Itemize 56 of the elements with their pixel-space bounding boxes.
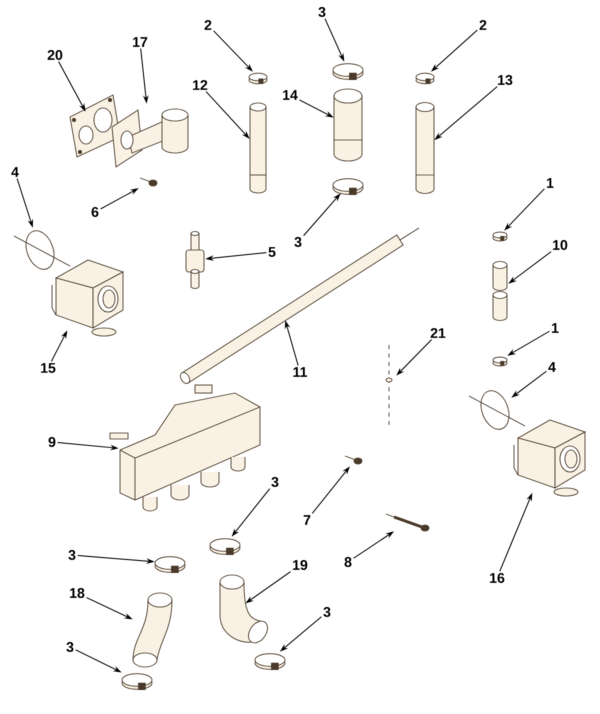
tube-drawing [416,102,434,194]
hose-clamp-drawing [154,556,186,573]
fitting-drawing [492,261,508,321]
hose-clamp-drawing [492,232,508,242]
screw-drawing [140,178,158,186]
callout-number: 20 [48,50,62,60]
screw-drawing [344,456,362,464]
hose-clamp-drawing [332,63,364,80]
hose-clamp-drawing [122,673,152,690]
tube-drawing [334,88,362,162]
callout-number: 3 [323,607,330,617]
callout-number: 3 [318,7,326,17]
callout-number: 8 [344,557,352,567]
callout-number: 2 [204,20,212,30]
callout-number: 16 [490,573,504,583]
hose-clamp-drawing [332,178,364,195]
callout-number: 6 [92,207,98,217]
callout-number: 9 [48,437,56,447]
callout-number: 21 [430,328,446,338]
callout-number: 3 [68,550,76,560]
callout-number: 12 [193,80,208,90]
callout-number: 11 [293,367,308,377]
o-ring-drawing [14,230,70,270]
manifold-drawing [110,384,260,512]
callout-number: 4 [11,167,19,177]
hose-clamp-drawing [254,653,286,670]
callout-number: 5 [268,247,276,257]
callout-number: 4 [548,362,556,372]
callout-number: 14 [283,90,298,100]
callout-number: 18 [70,588,84,598]
callout-number: 1 [552,323,559,333]
tube-drawing [250,102,266,194]
hose-drawing [220,574,268,644]
callout-number: 3 [271,477,278,487]
plug-drawing [386,344,392,426]
valve-drawing [186,231,204,289]
hose-clamp-drawing [248,72,268,84]
hose-drawing [132,592,172,668]
housing-drawing [514,420,586,496]
callout-number: 1 [546,178,554,188]
hose-clamp-drawing [416,72,434,84]
callout-number: 3 [294,237,302,247]
hose-clamp-drawing [210,538,240,555]
callout-number: 13 [498,75,512,85]
hose-clamp-drawing [492,356,508,366]
rod-drawing [180,228,420,384]
callout-number: 7 [304,515,310,525]
callout-number: 17 [133,37,148,47]
o-ring-drawing [468,390,526,430]
callout-number: 15 [41,363,56,373]
callout-number: 2 [480,20,486,30]
stud-drawing [386,514,430,532]
callout-number: 3 [66,642,74,652]
callout-number: 10 [553,240,568,250]
callout-number: 19 [293,560,308,570]
housing-drawing [52,260,124,336]
